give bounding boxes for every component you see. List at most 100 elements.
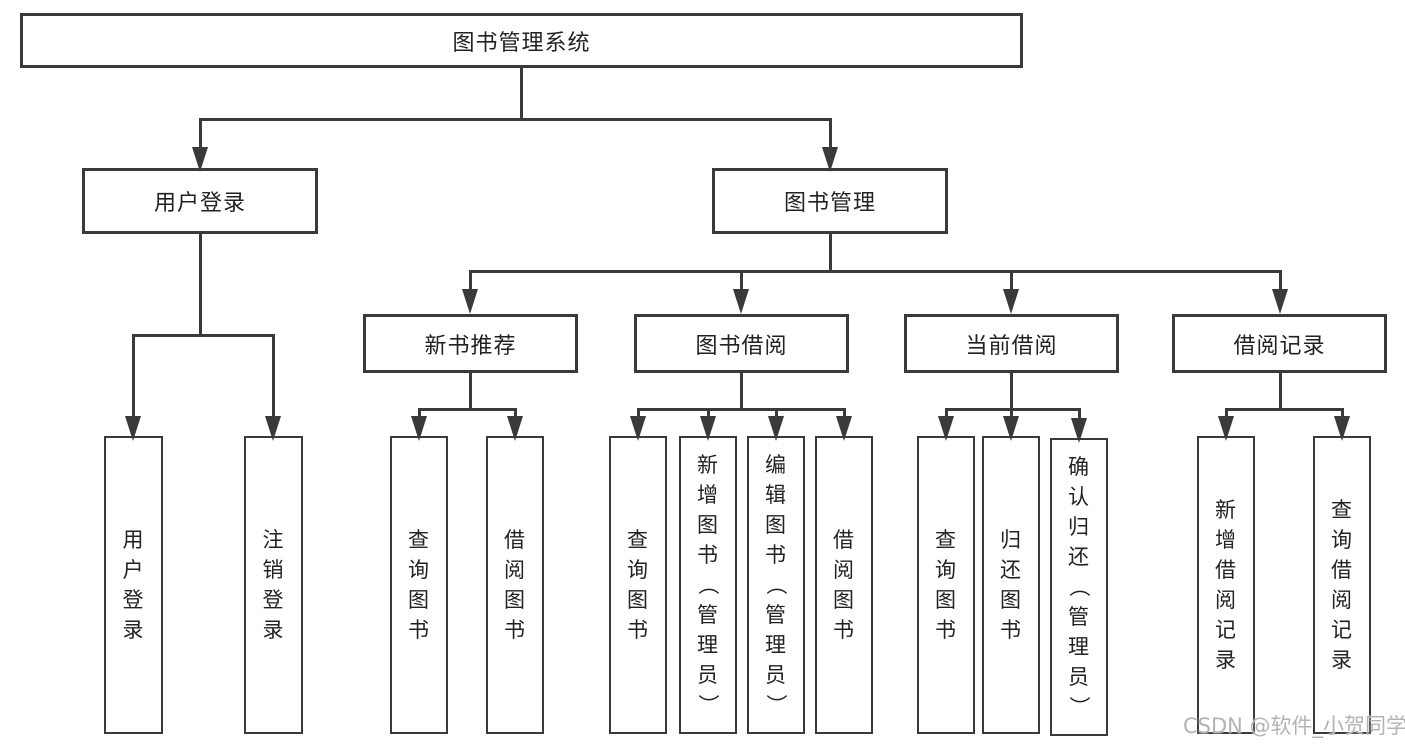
arrow-down-icon xyxy=(1071,418,1087,443)
vertical-label-char: 新 xyxy=(1215,498,1237,522)
vertical-label-char: 录 xyxy=(122,618,145,642)
vertical-label-char: 员 xyxy=(697,663,719,687)
leaf-bb-query-books-label: 查询图书 xyxy=(611,438,665,732)
leaf-nb-borrow-books-label: 借阅图书 xyxy=(488,438,542,732)
vertical-label-char: 图 xyxy=(627,588,649,612)
arrow-down-icon xyxy=(265,416,281,441)
vertical-label-char: 增 xyxy=(1215,528,1237,552)
node-new-book-recommend-label: 新书推荐 xyxy=(424,333,517,359)
vertical-label-char: 查 xyxy=(1331,498,1353,522)
vertical-label-char: 录 xyxy=(1331,648,1353,672)
vertical-label-char: 书 xyxy=(833,618,855,642)
vertical-label-char: （ xyxy=(696,574,720,596)
leaf-bb-borrow-books: 借阅图书 xyxy=(815,436,873,734)
vertical-label-char: ） xyxy=(1067,696,1091,718)
connector-line xyxy=(417,407,517,411)
vertical-label-char: 录 xyxy=(262,618,285,642)
arrow-down-icon xyxy=(836,416,852,441)
vertical-label-char: 管 xyxy=(1068,605,1090,629)
vertical-label-char: 归 xyxy=(1068,515,1090,539)
vertical-label-char: 书 xyxy=(1000,618,1022,642)
connector-line xyxy=(944,407,1081,411)
connector-line xyxy=(468,271,472,290)
vertical-label-char: 借 xyxy=(504,528,526,552)
leaf-cb-confirm-return-admin: 确认归还（管理员） xyxy=(1050,438,1108,736)
node-book-management-label: 图书管理 xyxy=(783,191,876,216)
leaf-rec-add-label: 新增借阅记录 xyxy=(1199,438,1253,732)
leaf-cb-return-books-label: 归还图书 xyxy=(984,438,1038,732)
node-root-label: 图书管理系统 xyxy=(452,30,591,56)
vertical-label-char: 还 xyxy=(1068,545,1090,569)
arrow-down-icon xyxy=(125,416,141,441)
arrow-down-icon xyxy=(700,416,716,441)
arrow-down-icon xyxy=(768,416,784,441)
leaf-bb-add-books-admin-label: 新增图书（管理员） xyxy=(681,438,735,732)
vertical-label-char: 查 xyxy=(408,528,430,552)
leaf-bb-borrow-books-label: 借阅图书 xyxy=(817,438,871,732)
node-current-borrow-label: 当前借阅 xyxy=(965,333,1058,359)
arrow-down-icon xyxy=(1218,416,1234,441)
arrow-down-icon xyxy=(1003,416,1019,441)
vertical-label-char: 员 xyxy=(765,663,787,687)
connector-line xyxy=(828,119,832,150)
connector-line xyxy=(739,373,743,409)
vertical-label-char: 询 xyxy=(935,558,957,582)
leaf-nb-query-books-label: 查询图书 xyxy=(392,438,446,732)
node-book-borrow-label: 图书借阅 xyxy=(695,333,788,359)
connector-line xyxy=(1224,407,1344,411)
vertical-label-char: 查 xyxy=(935,528,957,552)
vertical-label-char: 借 xyxy=(1331,558,1353,582)
connector-line xyxy=(944,409,948,418)
vertical-label-char: 新 xyxy=(697,453,719,477)
vertical-label-char: 辑 xyxy=(765,483,787,507)
connector-line xyxy=(131,333,275,337)
vertical-label-char: 还 xyxy=(1000,558,1022,582)
leaf-cb-confirm-return-admin-label: 确认归还（管理员） xyxy=(1052,440,1106,734)
connector-line xyxy=(842,409,846,418)
arrow-down-icon xyxy=(411,416,427,441)
vertical-label-char: 阅 xyxy=(833,558,855,582)
vertical-label-char: 阅 xyxy=(1215,588,1237,612)
vertical-label-char: 理 xyxy=(697,633,719,657)
node-root: 图书管理系统 xyxy=(20,13,1023,68)
arrow-down-icon xyxy=(192,147,208,172)
vertical-label-char: 图 xyxy=(935,588,957,612)
vertical-label-char: 图 xyxy=(765,513,787,537)
leaf-user-login-label: 用户登录 xyxy=(106,438,161,732)
arrow-down-icon xyxy=(822,147,838,172)
vertical-label-char: 图 xyxy=(408,588,430,612)
csdn-watermark: CSDN @软件_小贺同学 xyxy=(1183,714,1405,738)
connector-line xyxy=(1009,409,1013,418)
connector-line xyxy=(636,407,846,411)
vertical-label-char: 注 xyxy=(262,528,285,552)
arrow-down-icon xyxy=(938,416,954,441)
arrow-down-icon xyxy=(1334,416,1350,441)
vertical-label-char: 记 xyxy=(1331,618,1353,642)
vertical-label-char: 理 xyxy=(1068,635,1090,659)
node-book-management: 图书管理 xyxy=(712,168,948,234)
vertical-label-char: 编 xyxy=(765,453,787,477)
vertical-label-char: 查 xyxy=(627,528,649,552)
arrow-down-icon xyxy=(630,416,646,441)
leaf-cb-query-books: 查询图书 xyxy=(917,436,975,734)
vertical-label-char: （ xyxy=(1067,576,1091,598)
vertical-label-char: 阅 xyxy=(1331,588,1353,612)
arrow-down-icon xyxy=(462,289,478,314)
connector-line xyxy=(774,409,778,418)
leaf-nb-borrow-books: 借阅图书 xyxy=(486,436,544,734)
vertical-label-char: 询 xyxy=(1331,528,1353,552)
leaf-user-login: 用户登录 xyxy=(104,436,163,734)
connector-line xyxy=(1009,373,1013,409)
vertical-label-char: 借 xyxy=(833,528,855,552)
node-current-borrow: 当前借阅 xyxy=(904,314,1119,373)
vertical-label-char: 书 xyxy=(765,543,787,567)
connector-line xyxy=(1340,409,1344,418)
connector-line xyxy=(1009,271,1013,290)
vertical-label-char: 销 xyxy=(262,558,285,582)
vertical-label-char: 登 xyxy=(122,588,145,612)
connector-line xyxy=(417,409,421,418)
connector-line xyxy=(739,271,743,290)
vertical-label-char: 员 xyxy=(1068,665,1090,689)
vertical-label-char: 认 xyxy=(1068,485,1090,509)
vertical-label-char: 阅 xyxy=(504,558,526,582)
